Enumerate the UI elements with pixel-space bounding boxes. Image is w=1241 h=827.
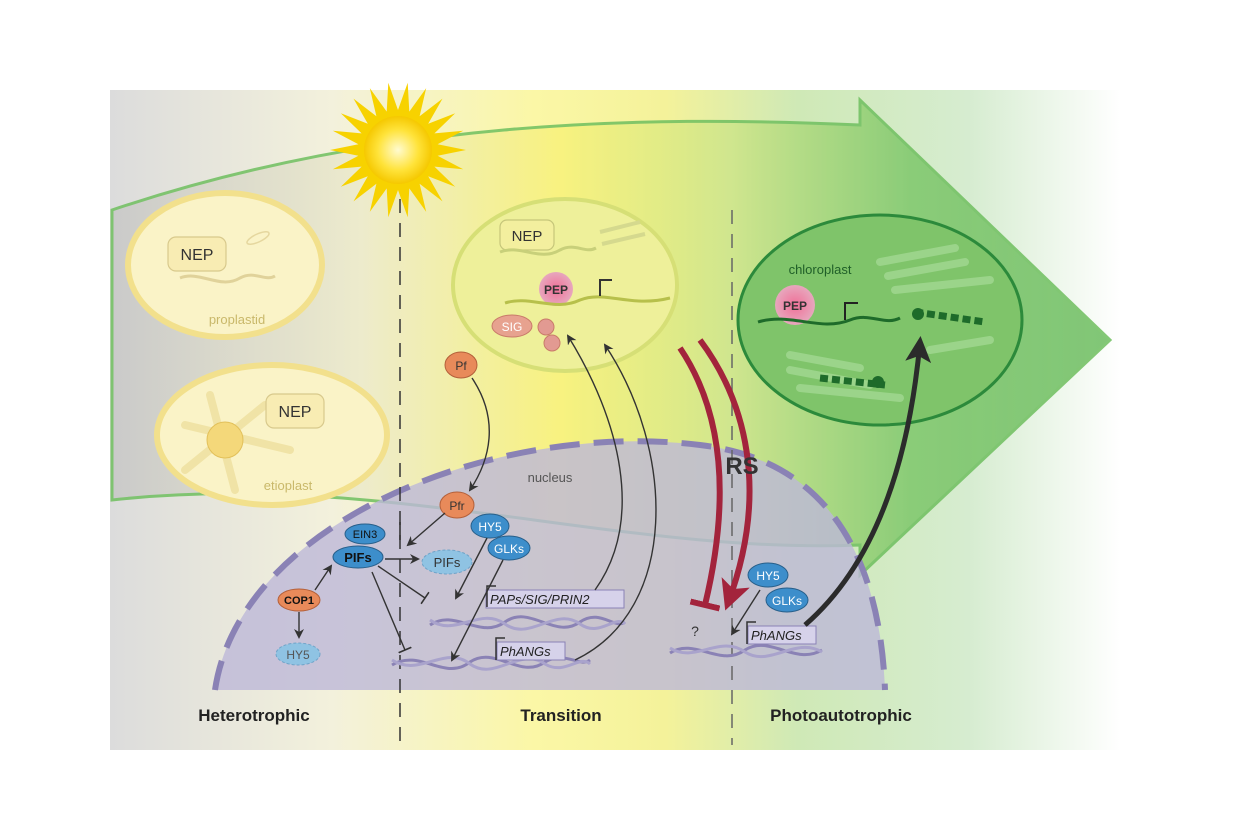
svg-text:Pf: Pf	[455, 359, 467, 373]
transition-plastid: NEP PEP SIG	[451, 197, 679, 373]
proplastid-label: proplastid	[209, 312, 265, 327]
dna-paps	[429, 615, 627, 631]
svg-text:PIFs: PIFs	[434, 555, 461, 570]
phangs-b-gene-label: PhANGs	[751, 628, 802, 643]
arrow-glks-phangs	[451, 559, 504, 662]
svg-text:HY5: HY5	[756, 569, 780, 583]
hy5-degraded-badge: HY5	[275, 642, 321, 666]
glks-b-badge: GLKs	[765, 587, 809, 613]
phangs-promoter-icon	[495, 637, 505, 660]
inhibit-pifs-phangs	[371, 571, 412, 654]
phytochrome-pfr: Pfr	[439, 491, 475, 519]
chloroplast: chloroplast PEP	[736, 213, 1024, 427]
retrograde-label: RS	[725, 453, 758, 480]
hy5-badge: HY5	[470, 513, 510, 539]
arrow-cop1-pifs	[314, 564, 333, 591]
hy5-b-badge: HY5	[747, 562, 789, 588]
svg-text:GLKs: GLKs	[772, 594, 802, 608]
paps-gene-label: PAPs/SIG/PRIN2	[490, 592, 590, 607]
chloroplast-label: chloroplast	[789, 262, 852, 277]
svg-text:HY5: HY5	[478, 520, 502, 534]
svg-text:COP1: COP1	[284, 595, 314, 607]
arrow-phangs-to-plastid	[574, 343, 657, 661]
sun-icon	[330, 82, 466, 218]
cop1-badge: COP1	[277, 588, 321, 612]
nucleus-label: nucleus	[528, 470, 573, 485]
retrograde-signal: RS	[677, 338, 759, 612]
svg-text:GLKs: GLKs	[494, 542, 524, 556]
etioplast-label: etioplast	[264, 478, 313, 493]
phangs-b-promoter-icon	[746, 621, 756, 644]
svg-text:Pfr: Pfr	[449, 499, 464, 513]
proplastid: NEP proplastid	[125, 190, 325, 340]
promoter-arrow-icon	[599, 279, 612, 296]
stage-transition: Transition	[520, 706, 601, 725]
transition-pep-label: PEP	[544, 283, 568, 297]
arrow-paps-to-plastid	[566, 334, 623, 591]
sig-label: SIG	[502, 320, 523, 334]
ein3-badge: EIN3	[344, 523, 386, 545]
pifs-badge: PIFs	[332, 545, 384, 569]
glks-badge: GLKs	[487, 535, 531, 561]
stage-photoautotrophic: Photoautotrophic	[770, 706, 912, 725]
stage-heterotrophic: Heterotrophic	[198, 706, 309, 725]
dna-phangs-b	[669, 643, 823, 659]
arrow-phangs-to-chloroplast	[803, 336, 932, 627]
paps-promoter-icon	[486, 585, 496, 607]
arrow-hy5-glks-phangs	[730, 589, 761, 636]
svg-text:HY5: HY5	[286, 648, 310, 662]
etioplast: NEP etioplast	[154, 362, 390, 508]
chloroplast-promoter-icon	[844, 302, 858, 320]
phangs-gene-label: PhANGs	[500, 644, 551, 659]
inhibit-pifs-paps	[377, 565, 430, 605]
pifs-degraded-badge: PIFs	[421, 549, 473, 575]
arrow-pfr-to-pifs	[406, 512, 446, 547]
svg-text:PIFs: PIFs	[344, 550, 371, 565]
transition-nep-label: NEP	[512, 228, 543, 245]
arrow-pf-to-pfr	[468, 377, 490, 492]
proplastid-nep-label: NEP	[181, 247, 214, 264]
unknown-mark: ?	[691, 623, 699, 639]
etioplast-nep-label: NEP	[279, 404, 312, 421]
arrow-hy5-paps	[455, 537, 488, 600]
chloroplast-pep-label: PEP	[783, 299, 807, 313]
phytochrome-pf: Pf	[444, 351, 478, 379]
svg-text:EIN3: EIN3	[353, 529, 377, 541]
